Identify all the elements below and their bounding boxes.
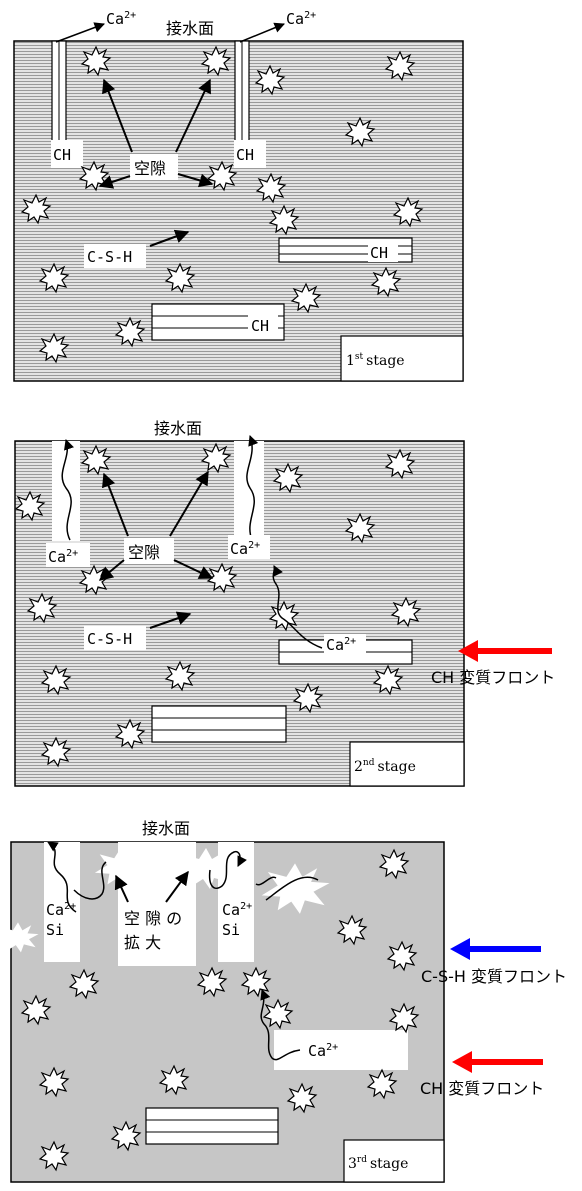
csh-alteration-front-label: C-S-H 変質フロント [421,967,567,986]
csh-label: C-S-H [87,248,132,266]
water-contact-surface-label: 接水面 [154,419,202,438]
ca-ion-label: Ca2+ [46,901,76,919]
ca-ion-label: Ca2+ [308,1042,338,1060]
void-label: 空隙 [128,543,160,562]
ch-alteration-front-label: CH 変質フロント [431,668,555,687]
void-expansion-label-line2: 拡 大 [124,933,161,952]
ca-ion-label: Ca2+ [48,548,78,566]
ca-ion-label: Ca2+ [230,540,260,558]
ch-label: CH [53,146,71,164]
ch-alteration-front-label: CH 変質フロント [420,1079,544,1098]
ca-ion-label: Ca2+ [286,10,316,28]
ch-plate-bottom: CH [151,303,285,341]
ch-label: CH [236,146,254,164]
ca-ion-label: Ca2+ [106,10,136,28]
ch-label: CH [251,317,269,335]
csh-alteration-front-arrow [450,938,541,960]
ch-column-left: CH [51,40,83,168]
ch-alteration-front-arrow [458,640,552,662]
panel-stage-1: CH CH CH CH [13,10,464,382]
ch-plate-bottom [145,1107,279,1145]
ch-plate-right: CH [278,237,413,263]
water-contact-surface-label: 接水面 [142,819,190,838]
si-label: Si [46,921,64,939]
ca-ion-label: Ca2+ [326,636,356,654]
si-label: Si [222,921,240,939]
void-expansion-label-line1: 空 隙 の [124,909,182,928]
ch-column-right: CH [234,40,266,168]
ch-plate-bottom [151,705,287,743]
void-label: 空隙 [134,159,166,178]
ca-ion-label: Ca2+ [222,901,252,919]
water-contact-surface-label: 接水面 [166,19,214,38]
ch-alteration-front-arrow [452,1051,543,1073]
ch-label: CH [370,244,388,262]
csh-label: C-S-H [87,630,132,648]
